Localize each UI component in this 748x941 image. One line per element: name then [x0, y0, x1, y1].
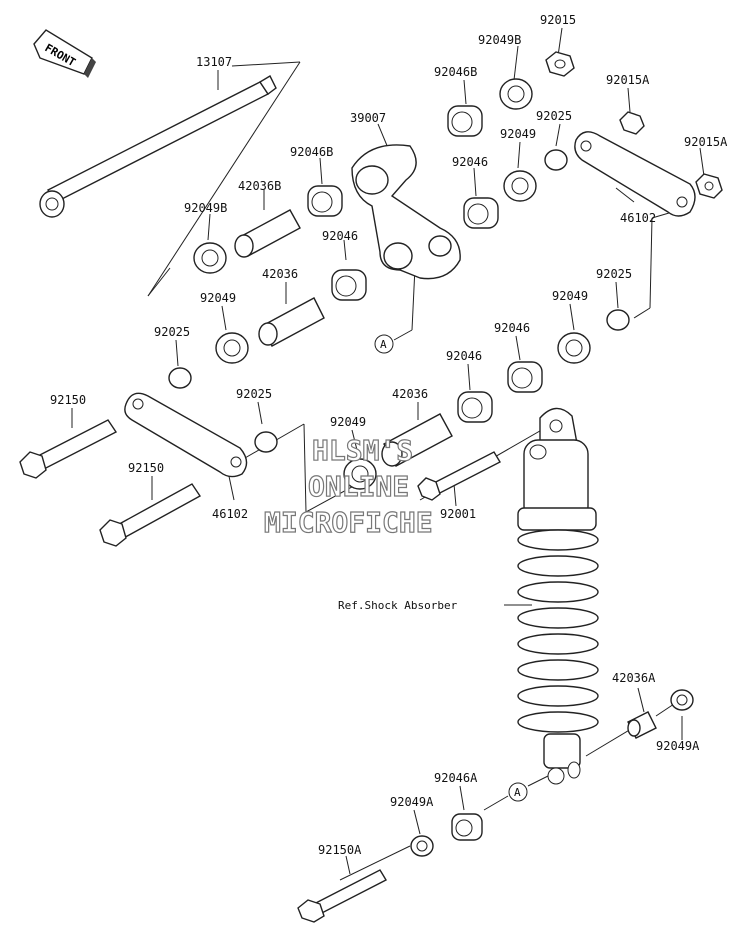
label-42036: 42036	[392, 387, 428, 401]
seal-92049-2	[215, 332, 249, 364]
seal-92049-1	[503, 170, 537, 202]
label-92025: 92025	[154, 325, 190, 339]
collar-42036-2	[381, 413, 453, 467]
watermark-line-2: ONLINE	[308, 470, 409, 503]
part-labels: 13107 39007 92015 92015A 92015A 92049B 9…	[50, 13, 728, 857]
callout-a-top-label: A	[380, 338, 387, 351]
front-arrow-icon: FRONT	[33, 29, 96, 78]
seal-92049B-1	[499, 78, 533, 110]
ref-shock-absorber-label: Ref.Shock Absorber	[338, 599, 458, 612]
seal-92049B-2	[193, 242, 227, 274]
collar-42036-1	[258, 297, 325, 347]
bearing-92046-1	[463, 197, 499, 229]
washer-92025-3	[606, 309, 630, 331]
nut-92015	[545, 51, 575, 77]
rocker-arm-39007	[351, 144, 461, 280]
seal-92049-4	[343, 458, 377, 490]
watermark-line-1: HLSM'S	[312, 434, 413, 467]
label-92049A: 92049A	[390, 795, 434, 809]
label-92001: 92001	[440, 507, 476, 521]
label-92046B: 92046B	[434, 65, 477, 79]
label-92015: 92015	[540, 13, 576, 27]
label-46102: 46102	[212, 507, 248, 521]
label-92049: 92049	[330, 415, 366, 429]
nut-92015A-1	[619, 111, 645, 135]
bolt-92001	[417, 451, 501, 501]
label-92049: 92049	[200, 291, 236, 305]
bearing-92046-4	[457, 391, 493, 423]
bearing-92046B-2	[307, 185, 343, 217]
label-92025: 92025	[596, 267, 632, 281]
label-92015A: 92015A	[606, 73, 650, 87]
bolt-92150A	[297, 869, 387, 923]
callout-a-bottom-label: A	[514, 786, 521, 799]
bolt-92150-2	[99, 483, 202, 547]
link-46102-upper	[574, 131, 696, 217]
label-92046: 92046	[452, 155, 488, 169]
label-92049B: 92049B	[184, 201, 227, 215]
label-92046: 92046	[322, 229, 358, 243]
bearing-92046B-1	[447, 105, 483, 137]
label-42036A: 42036A	[612, 671, 656, 685]
label-92150A: 92150A	[318, 843, 362, 857]
label-92046: 92046	[446, 349, 482, 363]
label-92046: 92046	[494, 321, 530, 335]
label-92150: 92150	[128, 461, 164, 475]
callout-a-top: A	[374, 334, 394, 354]
label-92049: 92049	[500, 127, 536, 141]
label-92015A: 92015A	[684, 135, 728, 149]
bearing-92046-2	[331, 269, 367, 301]
shaft-13107	[39, 75, 277, 218]
label-92049: 92049	[552, 289, 588, 303]
bearing-92046A	[451, 813, 483, 841]
label-92025: 92025	[536, 109, 572, 123]
washer-92025-4	[254, 431, 278, 453]
seal-92049-3	[557, 332, 591, 364]
collar-42036B	[234, 209, 301, 258]
watermark: HLSM'S ONLINE MICROFICHE	[263, 433, 433, 539]
label-92150: 92150	[50, 393, 86, 407]
shock-spring	[517, 529, 599, 733]
label-13107: 13107	[196, 55, 232, 69]
watermark-line-3: MICROFICHE	[264, 506, 433, 539]
label-42036: 42036	[262, 267, 298, 281]
label-92046A: 92046A	[434, 771, 478, 785]
bearing-92046-3	[507, 361, 543, 393]
label-92049B: 92049B	[478, 33, 521, 47]
bolt-92150-1	[19, 419, 118, 479]
label-39007: 39007	[350, 111, 386, 125]
callout-a-bottom: A	[508, 782, 528, 802]
label-92046B: 92046B	[290, 145, 333, 159]
collar-42036A	[627, 711, 657, 739]
shock-absorber	[517, 407, 599, 785]
seal-92049A-1	[670, 689, 694, 711]
label-92049A: 92049A	[656, 739, 700, 753]
washer-92025-2	[168, 367, 192, 389]
link-46102-lower	[124, 392, 248, 478]
seal-92049A-2	[410, 835, 434, 857]
label-92025: 92025	[236, 387, 272, 401]
label-42036B: 42036B	[238, 179, 281, 193]
nut-92015A-2	[695, 173, 723, 199]
label-46102: 46102	[620, 211, 656, 225]
washer-92025-1	[544, 149, 568, 171]
